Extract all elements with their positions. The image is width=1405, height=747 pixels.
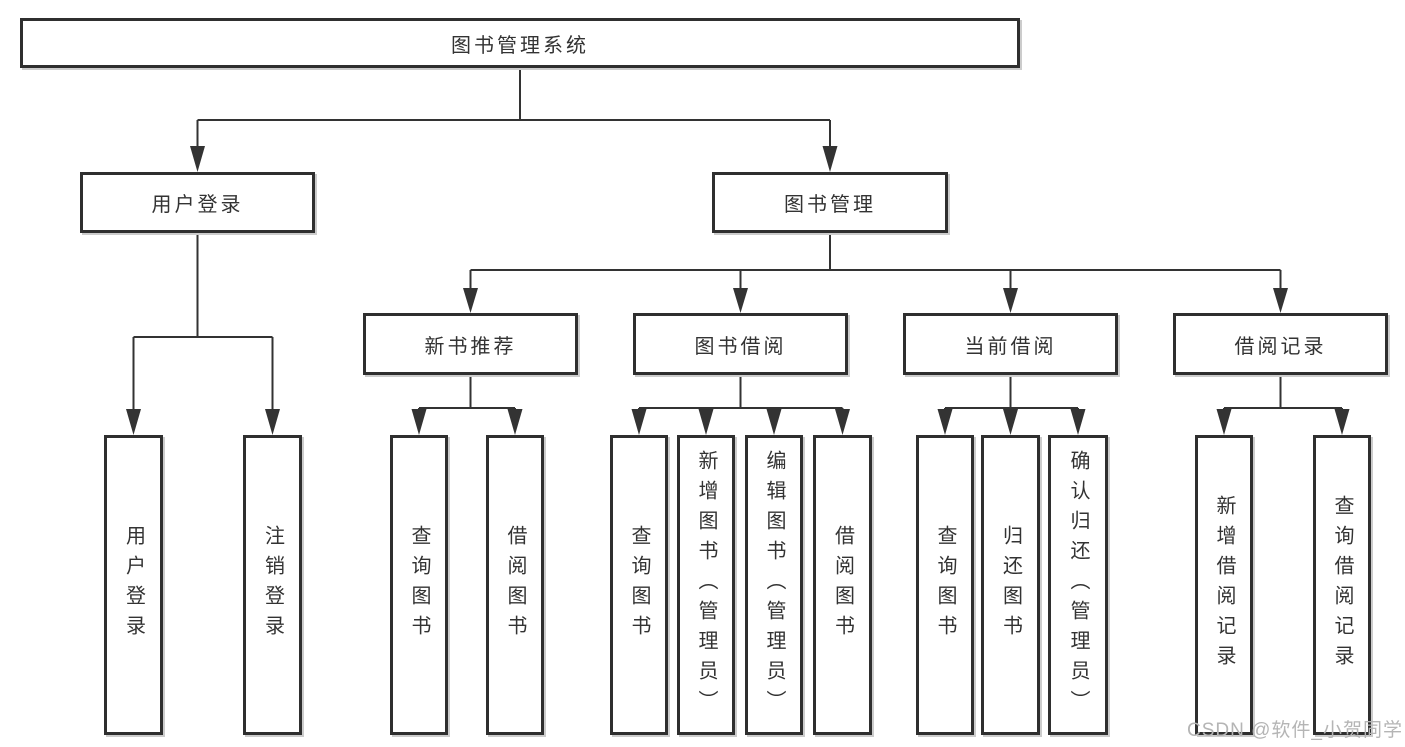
arrowhead [937,409,953,435]
arrowhead [835,409,850,435]
arrowhead [1003,288,1018,313]
arrowhead [1334,409,1350,435]
arrowhead [1070,409,1086,435]
node-root: 图书管理系统 [20,18,1020,68]
node-borrow-records: 借阅记录 [1173,313,1388,375]
node-new-book-recommend: 新书推荐 [363,313,578,375]
leaf-logout: 注销登录 [243,435,302,735]
leaf-borrow-books-recommend: 借阅图书 [486,435,544,735]
arrowhead [463,288,478,313]
arrowhead [265,409,280,435]
arrowhead [698,409,714,435]
arrowhead [733,288,748,313]
arrowhead [631,409,647,435]
leaf-edit-book-admin: 编辑图书（管理员） [745,435,803,735]
leaf-add-book-admin: 新增图书（管理员） [677,435,735,735]
arrowhead [126,409,141,435]
leaf-return-book: 归还图书 [981,435,1040,735]
leaf-query-books-current: 查询图书 [916,435,974,735]
node-current-borrow: 当前借阅 [903,313,1118,375]
arrowhead [1273,288,1288,313]
leaf-confirm-return-admin: 确认归还（管理员） [1048,435,1108,735]
arrowhead [507,409,523,435]
arrowhead [766,409,782,435]
arrowhead [1216,409,1232,435]
arrowhead [822,146,838,172]
leaf-borrow-books: 借阅图书 [813,435,872,735]
leaf-query-books-recommend: 查询图书 [390,435,448,735]
leaf-add-borrow-record: 新增借阅记录 [1195,435,1253,735]
leaf-user-login: 用户登录 [104,435,163,735]
node-book-borrow: 图书借阅 [633,313,848,375]
arrowhead [411,409,427,435]
node-user-login: 用户登录 [80,172,315,233]
arrowhead [1003,409,1018,435]
leaf-query-books-borrow: 查询图书 [610,435,668,735]
leaf-query-borrow-record: 查询借阅记录 [1313,435,1371,735]
csdn-watermark: CSDN @软件_小贺同学 [1187,720,1403,741]
arrowhead [190,146,205,172]
node-book-management: 图书管理 [712,172,948,233]
